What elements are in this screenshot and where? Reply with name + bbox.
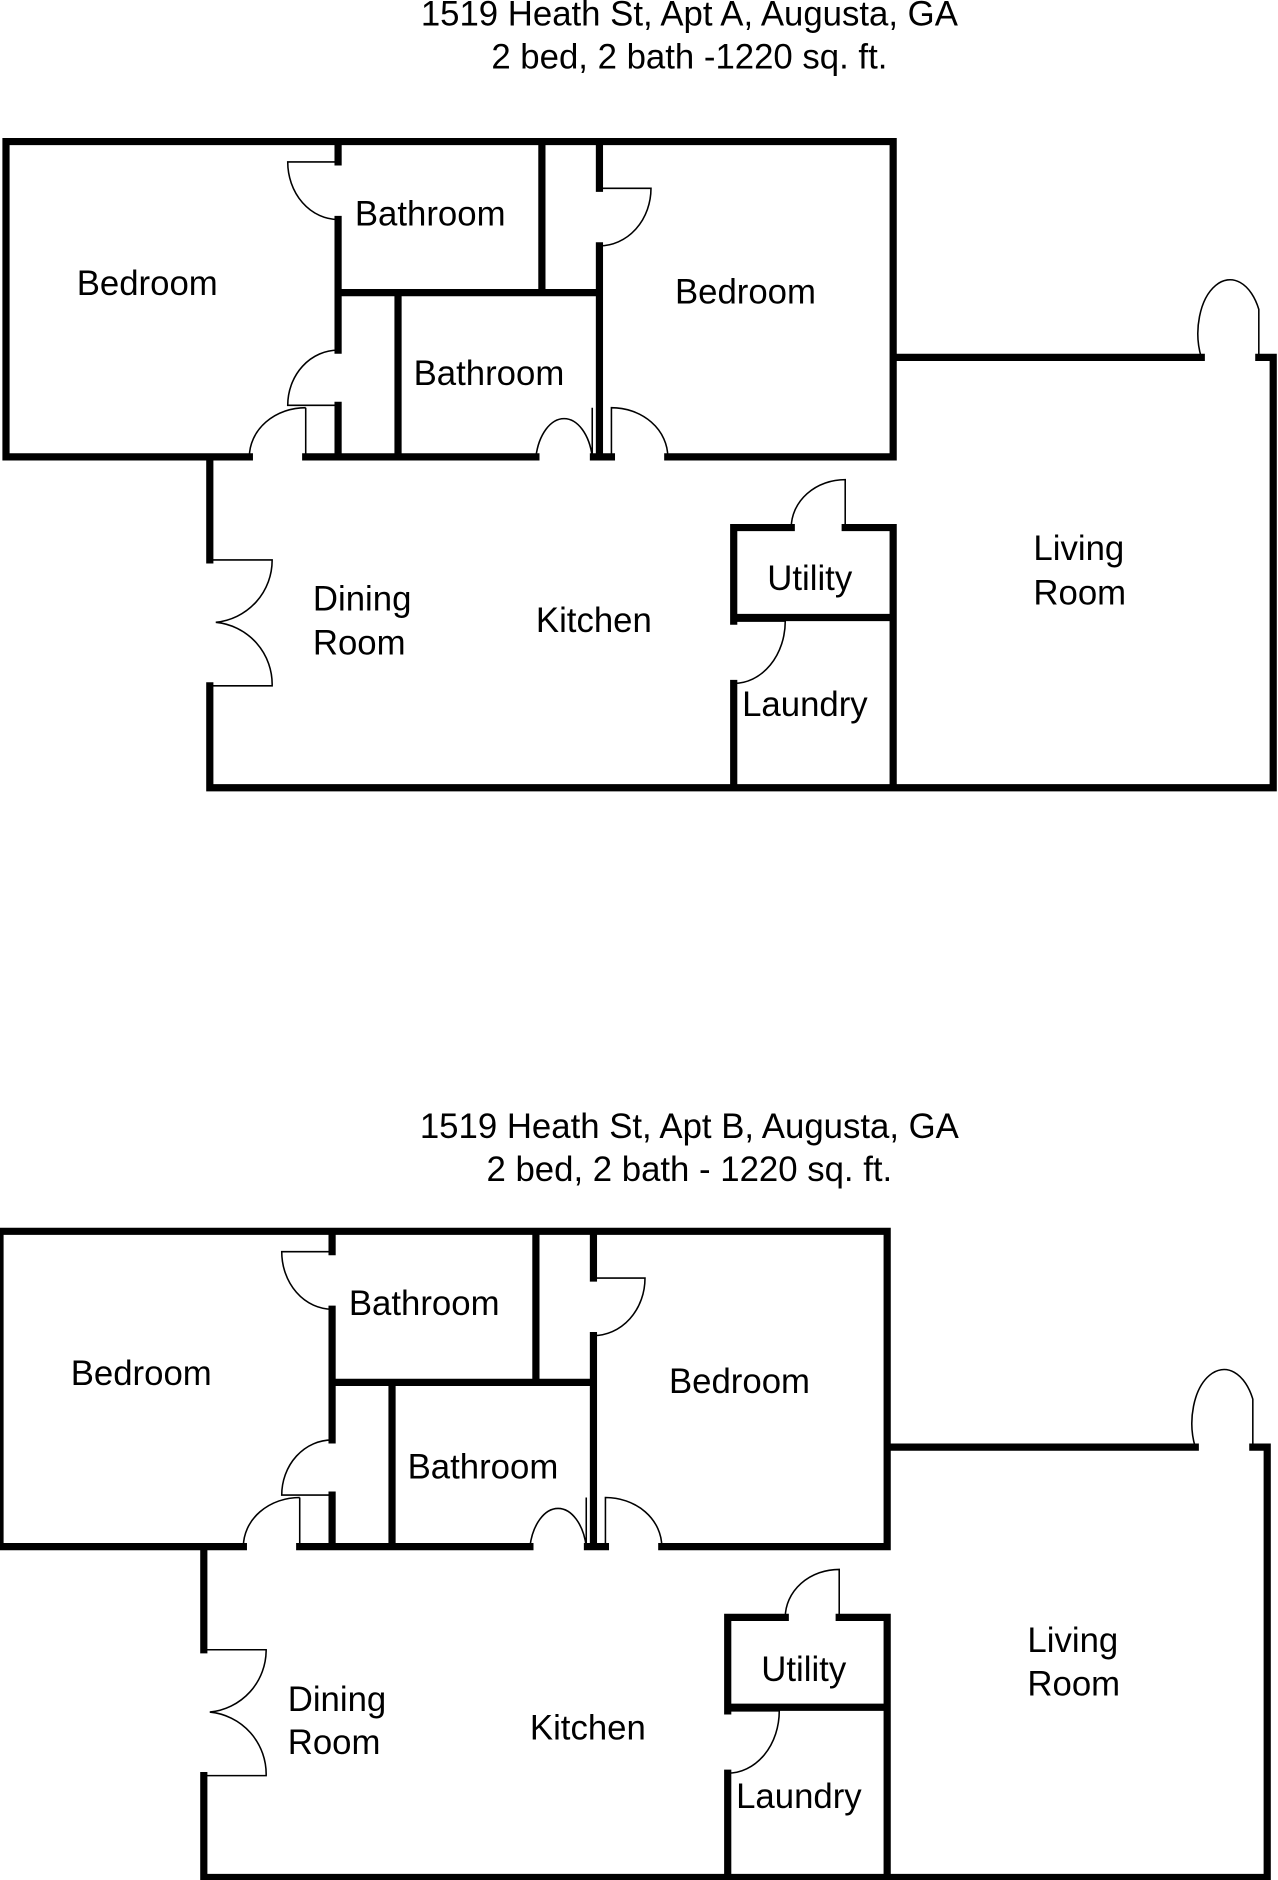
room-bedroom: Bedroom xyxy=(71,1355,212,1393)
room-bedroom: Bedroom xyxy=(77,265,218,303)
room-bathroom: Bathroom xyxy=(408,1448,559,1486)
plan-subtitle: 2 bed, 2 bath - 1220 sq. ft. xyxy=(487,1151,893,1189)
room-dining: Dining xyxy=(313,580,412,618)
room-living: Room xyxy=(1027,1665,1120,1703)
room-bathroom: Bathroom xyxy=(349,1285,500,1323)
room-bathroom: Bathroom xyxy=(355,195,506,233)
room-living: Living xyxy=(1027,1622,1118,1660)
room-dining: Room xyxy=(288,1724,381,1762)
room-laundry: Laundry xyxy=(736,1778,862,1816)
room-kitchen: Kitchen xyxy=(530,1710,646,1748)
room-bedroom: Bedroom xyxy=(675,273,816,311)
plan-apt-b: 1519 Heath St, Apt B, Augusta, GA 2 bed,… xyxy=(0,1108,1267,1878)
room-utility: Utility xyxy=(767,560,853,598)
room-bathroom: Bathroom xyxy=(414,355,565,393)
plan-apt-a: 1519 Heath St, Apt A, Augusta, GA 2 bed,… xyxy=(6,0,1273,788)
room-kitchen: Kitchen xyxy=(536,602,652,640)
plan-title: 1519 Heath St, Apt A, Augusta, GA xyxy=(421,0,959,33)
room-dining: Dining xyxy=(288,1681,387,1719)
plan-subtitle: 2 bed, 2 bath -1220 sq. ft. xyxy=(491,38,887,76)
room-dining: Room xyxy=(313,625,406,663)
room-bedroom: Bedroom xyxy=(669,1363,810,1401)
room-living: Living xyxy=(1033,530,1124,568)
room-living: Room xyxy=(1033,574,1126,612)
plan-title: 1519 Heath St, Apt B, Augusta, GA xyxy=(420,1108,960,1146)
room-utility: Utility xyxy=(761,1651,847,1689)
room-laundry: Laundry xyxy=(742,686,868,724)
